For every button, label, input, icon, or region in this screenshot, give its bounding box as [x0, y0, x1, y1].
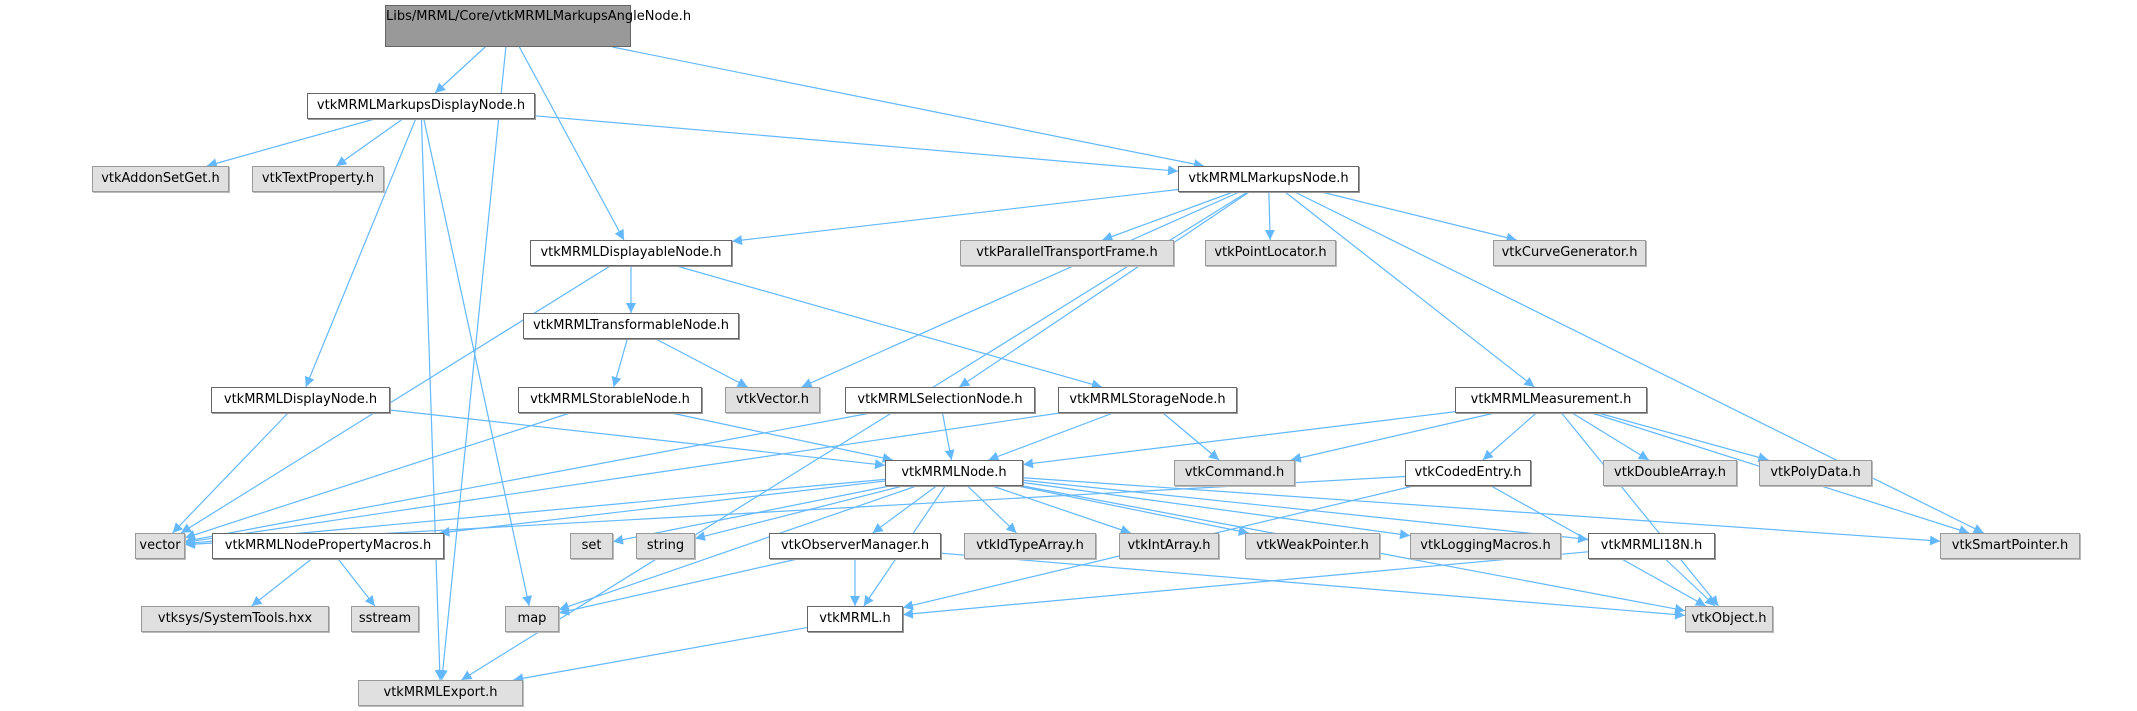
edge-observer-to-object	[940, 552, 1686, 620]
graph-node-ptf[interactable]: vtkParallelTransportFrame.h	[960, 240, 1174, 266]
graph-node-ploc[interactable]: vtkPointLocator.h	[1205, 240, 1336, 266]
graph-node-mdn[interactable]: vtkMRMLMarkupsDisplayNode.h	[307, 93, 535, 119]
graph-node-mnode[interactable]: vtkMRMLMarkupsNode.h	[1178, 166, 1359, 192]
edge-storage-to-mrmlnode	[988, 412, 1114, 462]
edge-mdn-to-displaynode	[304, 118, 417, 388]
graph-node-object[interactable]: vtkObject.h	[1685, 606, 1773, 632]
edge-root-to-mdn	[434, 46, 486, 94]
edge-root-to-displayable	[518, 46, 625, 241]
graph-node-i18n[interactable]: vtkMRMLI18N.h	[1588, 533, 1715, 559]
graph-node-intarray[interactable]: vtkIntArray.h	[1119, 533, 1219, 559]
graph-node-propmacros[interactable]: vtkMRMLNodePropertyMacros.h	[212, 533, 444, 559]
edge-mnode-to-vector	[801, 191, 1240, 388]
edge-mnode-to-ploc	[1264, 191, 1275, 241]
edge-root-to-export	[437, 46, 507, 681]
edge-storage-to-command	[1162, 412, 1220, 461]
edge-mrmlnode-to-i18n	[1022, 479, 1589, 544]
edge-mrmlnode-to-logging	[1022, 481, 1411, 540]
edge-mdn-to-mnode	[534, 115, 1179, 176]
edge-observer-to-map	[558, 558, 798, 616]
graph-node-vec[interactable]: vector	[135, 533, 185, 559]
graph-node-vector[interactable]: vtkVector.h	[725, 387, 820, 413]
edge-measurement-to-coded	[1482, 412, 1537, 461]
edge-measurement-to-command	[1290, 412, 1495, 463]
graph-node-transformable[interactable]: vtkMRMLTransformableNode.h	[523, 313, 739, 339]
edge-measurement-to-object	[1561, 412, 1719, 607]
edge-i18n-to-object	[1664, 558, 1716, 607]
edge-mrmlnode-to-map	[558, 485, 917, 612]
graph-node-double[interactable]: vtkDoubleArray.h	[1603, 460, 1737, 486]
edge-mrmlnode-to-propmacros	[439, 480, 886, 537]
edge-displaynode-to-mrmlnode	[389, 409, 886, 470]
graph-node-curve[interactable]: vtkCurveGenerator.h	[1493, 240, 1646, 266]
graph-node-sstream[interactable]: sstream	[351, 606, 419, 632]
graph-node-idtype[interactable]: vtkIdTypeArray.h	[964, 533, 1096, 559]
graph-node-addon[interactable]: vtkAddonSetGet.h	[92, 166, 229, 192]
graph-node-string[interactable]: string	[636, 533, 695, 559]
graph-node-map[interactable]: map	[505, 606, 559, 632]
edge-mrmlnode-to-weak	[1017, 485, 1249, 536]
graph-node-smart[interactable]: vtkSmartPointer.h	[1940, 533, 2080, 559]
edge-measurement-to-polydata	[1597, 412, 1769, 463]
graph-node-export[interactable]: vtkMRMLExport.h	[358, 680, 523, 706]
edge-transformable-to-vector	[655, 338, 748, 388]
edge-mnode-to-ptf	[1102, 191, 1234, 242]
edge-storage-to-vec	[184, 412, 1060, 546]
edge-propmacros-to-systools	[251, 558, 312, 607]
graph-node-set[interactable]: set	[570, 533, 613, 559]
edge-displayable-to-storage	[676, 265, 1102, 390]
edge-mrmlnode-to-smart	[1022, 477, 1941, 546]
edge-mnode-to-displayable	[731, 188, 1179, 246]
edge-mrmlnode-to-intarray	[992, 485, 1131, 535]
edge-selection-to-vec	[184, 412, 871, 545]
graph-node-mrmlnode[interactable]: vtkMRMLNode.h	[885, 460, 1023, 486]
edge-measurement-to-mrmlnode	[1022, 411, 1456, 469]
edge-mnode-to-selection	[958, 191, 1250, 388]
graph-node-systools[interactable]: vtksys/SystemTools.hxx	[141, 606, 329, 632]
edge-vtkmrml-to-export	[513, 626, 808, 684]
edge-storable-to-mrmlnode	[671, 412, 893, 463]
edge-selection-to-mrmlnode	[941, 412, 955, 461]
graph-node-storage[interactable]: vtkMRMLStorageNode.h	[1058, 387, 1237, 413]
edge-storable-to-vec	[184, 412, 571, 540]
graph-node-polydata[interactable]: vtkPolyData.h	[1759, 460, 1872, 486]
edge-mnode-to-measurement	[1284, 191, 1535, 388]
edge-transformable-to-storable	[611, 338, 628, 388]
graph-node-storable[interactable]: vtkMRMLStorableNode.h	[518, 387, 702, 413]
graph-node-weak[interactable]: vtkWeakPointer.h	[1245, 533, 1380, 559]
edge-mdn-to-export	[420, 118, 445, 681]
edge-mdn-to-textprop	[335, 118, 404, 167]
edge-mnode-to-curve	[1321, 191, 1517, 243]
graph-node-root[interactable]: Libs/MRML/Core/vtkMRMLMarkupsAngleNode.h	[385, 5, 691, 47]
edge-mrmlnode-to-set	[612, 485, 890, 545]
graph-node-textprop[interactable]: vtkTextProperty.h	[252, 166, 384, 192]
graph-node-displayable[interactable]: vtkMRMLDisplayableNode.h	[530, 240, 732, 266]
edge-mrmlnode-to-observer	[872, 485, 937, 534]
edge-mrmlnode-to-vec	[184, 478, 886, 548]
graph-node-observer[interactable]: vtkObserverManager.h	[769, 533, 941, 559]
edge-propmacros-to-sstream	[337, 558, 376, 607]
graph-node-command[interactable]: vtkCommand.h	[1174, 460, 1295, 486]
edge-measurement-to-double	[1571, 412, 1650, 461]
graph-node-measurement[interactable]: vtkMRMLMeasurement.h	[1455, 387, 1647, 413]
edge-mrmlnode-to-idtype	[967, 485, 1017, 534]
edge-root-to-mnode	[612, 46, 1205, 169]
graph-node-logging[interactable]: vtkLoggingMacros.h	[1410, 533, 1561, 559]
edge-i18n-to-vtkmrml	[902, 551, 1589, 619]
edge-mrmlnode-to-string	[694, 485, 903, 541]
graph-node-selection[interactable]: vtkMRMLSelectionNode.h	[845, 387, 1035, 413]
graph-node-displaynode[interactable]: vtkMRMLDisplayNode.h	[211, 387, 390, 413]
graph-node-vtkmrml[interactable]: vtkMRML.h	[807, 606, 903, 632]
edge-displaynode-to-vec	[172, 412, 289, 534]
edge-mdn-to-addon	[206, 118, 375, 169]
graph-node-coded[interactable]: vtkCodedEntry.h	[1405, 460, 1531, 486]
edge-displayable-to-vec	[180, 265, 611, 534]
